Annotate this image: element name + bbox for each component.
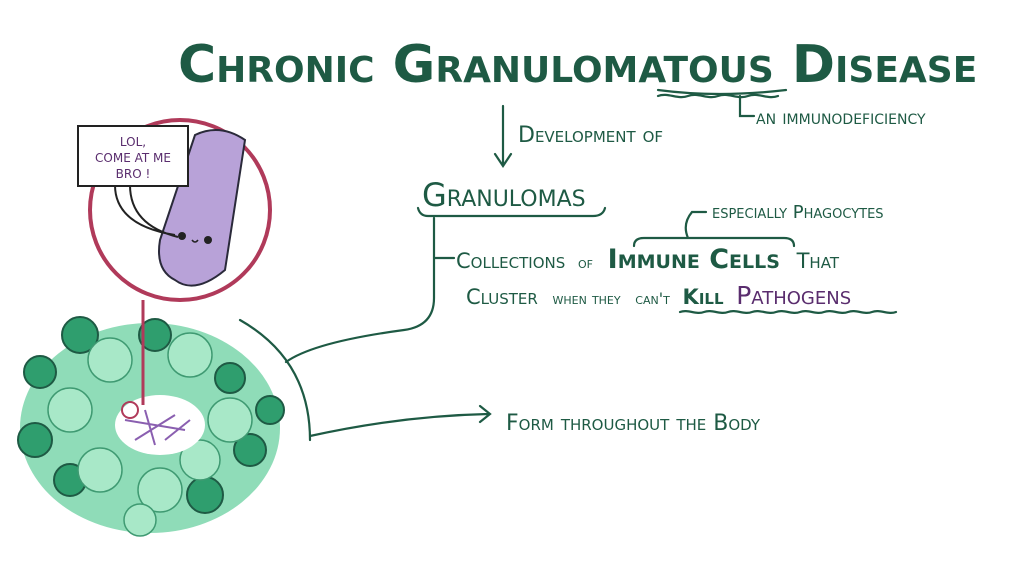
svg-text:COME AT ME: COME AT ME [95,151,171,165]
phagocytes-note: especially Phagocytes [712,202,884,223]
immunodeficiency-note: an immunodeficiency [756,105,926,129]
note-connector [738,94,756,118]
disease-underline [656,88,788,96]
tree-connector [284,216,456,364]
speech-tail [114,184,179,238]
cant-kill-underline [678,310,898,314]
development-label: Development of [518,123,663,148]
disease-wavy-underline [656,93,780,99]
immune-cells-brace [632,210,796,248]
title: Chronic Granulomatous Disease [178,35,977,95]
definition-line-2: Cluster when they can't Kill Pathogens [466,281,851,310]
granulomas-bracket [416,206,607,218]
svg-text:BRO !: BRO ! [116,167,151,181]
form-arrow-icon [238,318,492,442]
svg-text:LOL,: LOL, [120,135,146,149]
bacterium-character [158,129,247,287]
magnify-target [121,401,139,419]
granulomas-heading: Granulomas [422,176,586,214]
speech-bubble: LOL, COME AT ME BRO ! [77,125,189,187]
form-throughout-note: Form throughout the Body [506,411,761,436]
down-arrow-icon [493,104,513,168]
granuloma-illustration [17,316,285,537]
definition-line-1: Collections of Immune Cells That [456,244,840,275]
